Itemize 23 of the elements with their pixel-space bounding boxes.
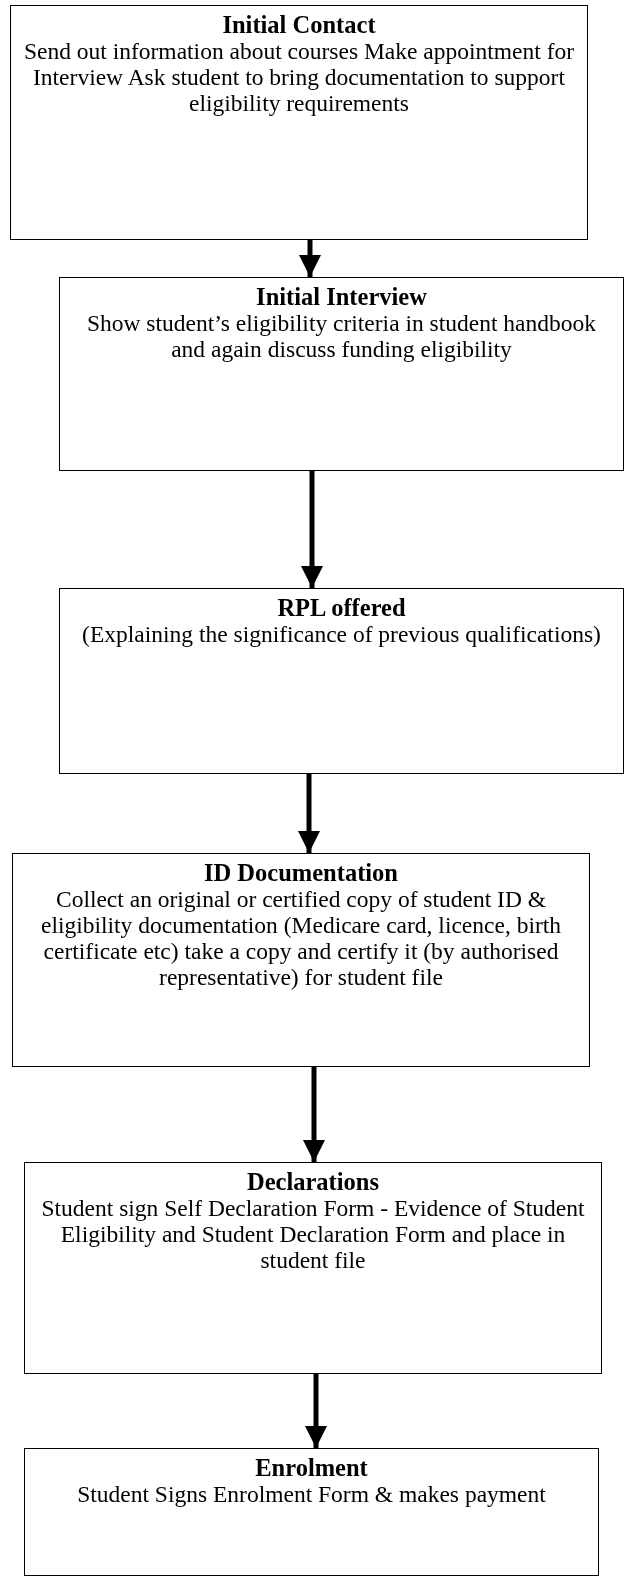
process-box <box>59 277 624 471</box>
step-heading: ID Documentation <box>203 860 399 886</box>
arrow <box>299 240 321 277</box>
step-description: Collect an original or certified copy of student ID & eligibility documentation (Medicare card, licence, birth certificate etc) take a copy and certify it (by authorised representative) for student file <box>39 886 563 990</box>
arrow <box>298 774 320 853</box>
step-description: Student Signs Enrolment Form & makes payment <box>76 1481 547 1507</box>
process-box <box>24 1162 602 1374</box>
process-box <box>12 853 590 1067</box>
step-heading: Initial Contact <box>221 12 377 38</box>
step-description: Send out information about courses Make appointment for Interview Ask student to bring documentation to support eligibility requirements <box>22 38 576 116</box>
step-description: (Explaining the significance of previous qualifications) <box>81 621 602 647</box>
step-heading: Enrolment <box>254 1455 369 1481</box>
arrow <box>305 1374 327 1448</box>
step-description: Student sign Self Declaration Form - Evidence of Student Eligibility and Student Declaration Form and place in student file <box>40 1195 586 1273</box>
arrow <box>301 471 323 588</box>
step-heading: Initial Interview <box>255 284 428 310</box>
arrow <box>303 1067 325 1162</box>
step-heading: RPL offered <box>276 595 407 621</box>
process-box <box>59 588 624 774</box>
process-box <box>10 5 588 240</box>
step-description: Show student’s eligibility criteria in student handbook and again discuss funding eligibility <box>85 310 598 362</box>
step-heading: Declarations <box>246 1169 380 1195</box>
process-box <box>24 1448 599 1576</box>
